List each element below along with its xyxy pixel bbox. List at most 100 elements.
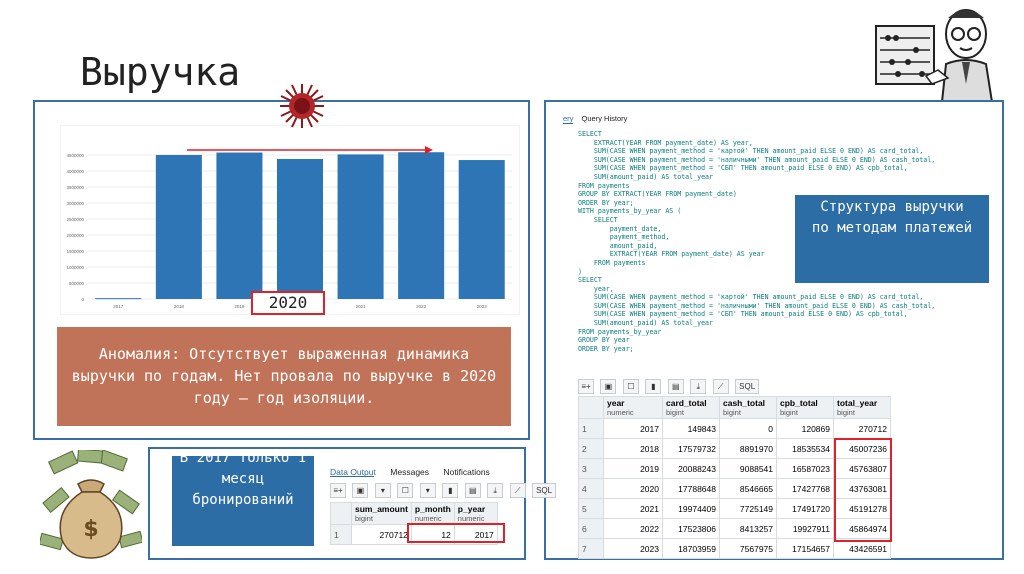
bar-2020 [276,158,324,299]
y-tick-label: 0 [81,297,84,302]
tab-query-history[interactable]: Query History [581,114,628,123]
table-cell: 2022 [603,518,663,539]
tab-query[interactable]: ery [563,114,574,124]
tab-messages[interactable]: Messages [390,467,430,477]
x-tick-label: 2022 [416,304,427,309]
tab-data-output[interactable]: Data Output [330,467,376,477]
only-one-month-text: В 2017 только 1 месяц бронирований [179,456,307,508]
save-icon-2[interactable]: ▤ [464,483,481,499]
col-p-year: p_year [457,504,486,514]
year-2020-highlight: 2020 [251,291,325,315]
table-cell: 43426591 [833,538,891,559]
table-cell: 5 [578,498,604,519]
table-cell: 17154657 [776,538,834,559]
y-tick-label: 500000 [69,281,85,286]
download-icon[interactable]: ⤓ [690,379,707,395]
table-cell: 6 [578,518,604,539]
table-cell: 4 [578,478,604,499]
paste-icon-2[interactable]: ☐ [397,483,414,499]
sql-button-2[interactable]: SQL [532,483,557,499]
y-tick-label: 4500000 [66,153,84,158]
sql-button[interactable]: SQL [735,379,760,395]
table-cell: 17523806 [662,518,720,539]
download-icon-2[interactable]: ⤓ [487,483,504,499]
copy-icon[interactable]: ▣ [600,379,617,395]
x-tick-label: 2021 [356,304,367,309]
table-cell: 2021 [603,498,663,519]
table-cell: 2018 [603,438,663,459]
col-sum-amount: sum_amount [355,504,408,514]
table-cell: 17579732 [662,438,720,459]
y-tick-label: 4000000 [66,169,84,174]
bar-2022 [398,152,445,299]
chevron-down-icon-2[interactable]: ▾ [419,483,436,499]
money-bag-illustration: $ [38,448,144,562]
bar-2019 [216,152,263,299]
slide-title: Выручка [80,50,241,94]
table-cell: 7567975 [719,538,777,559]
table-cell: 7725149 [719,498,777,519]
table-cell: 8413257 [719,518,777,539]
bottom-tabs: Data Output Messages Notifications [330,462,500,480]
table-cell: 8546665 [719,478,777,499]
table-cell: 2017 [603,418,663,439]
table-cell: 2 [578,438,604,459]
bar-2018 [155,154,202,299]
table-cell: 19974409 [662,498,720,519]
accountant-illustration [868,4,1010,103]
table-cell: 20088243 [662,458,720,479]
y-tick-label: 2500000 [66,217,84,222]
table-cell: 8891970 [719,438,777,459]
delete-icon[interactable]: ▮ [645,379,662,395]
sql-editor[interactable]: SELECT EXTRACT(YEAR FROM payment_date) A… [578,130,936,353]
table-row[interactable]: 1 270712 12 2017 [330,524,498,545]
bar-2023 [458,160,505,299]
add-row-icon[interactable]: ≡+ [578,379,594,395]
month-year-highlight [407,523,505,543]
table-cell: 3 [578,458,604,479]
table-cell: 1 [578,418,604,439]
chevron-down-icon[interactable]: ▾ [374,483,391,499]
paste-icon[interactable]: ☐ [622,379,639,395]
table-cell: 18703959 [662,538,720,559]
tab-notifications[interactable]: Notifications [443,467,490,477]
table-cell: 270712 [833,418,891,439]
only-one-month-note: В 2017 только 1 месяц бронирований [172,456,314,546]
table-cell: 19927911 [776,518,834,539]
table-cell: 17491720 [776,498,834,519]
table-cell: 18535534 [776,438,834,459]
bar-2021 [337,154,384,299]
x-tick-label: 2019 [234,304,245,309]
y-tick-label: 2000000 [66,233,84,238]
delete-icon-2[interactable]: ▮ [442,483,459,499]
table-cell: 2020 [603,478,663,499]
table-cell: 17427768 [776,478,834,499]
graph-icon[interactable]: ⟋ [712,379,729,395]
add-row-icon-2[interactable]: ≡+ [330,483,346,499]
graph-icon-2[interactable]: ⟋ [509,483,526,499]
bar-2017 [95,298,142,300]
structure-text: Структура выручки по методам платежей [811,199,973,236]
total-year-highlight [834,438,892,542]
result-toolbar: ≡+ ▣ ☐ ▮ ▤ ⤓ ⟋ SQL [578,378,761,395]
save-icon[interactable]: ▤ [667,379,684,395]
table-cell: 120869 [776,418,834,439]
query-tabs: ery Query History [563,114,628,124]
copy-icon-2[interactable]: ▣ [352,483,369,499]
structure-note: Структура выручки по методам платежей [793,193,991,285]
table-cell: 7 [578,538,604,559]
